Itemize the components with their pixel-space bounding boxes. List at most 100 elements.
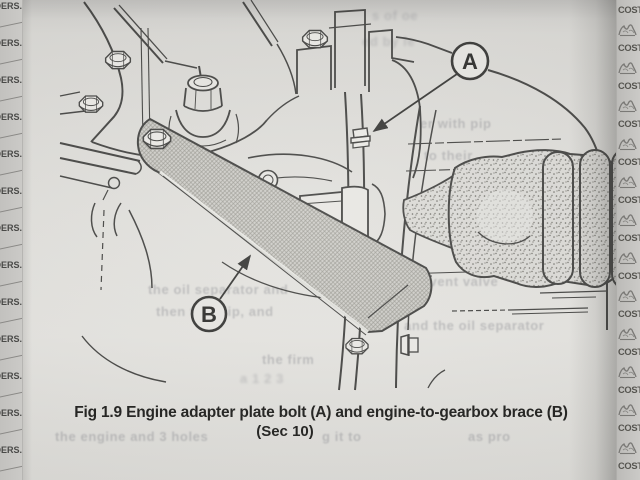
- callout-b-arrow: [219, 254, 252, 300]
- watermark-mountain-icon: [618, 442, 637, 455]
- watermark-item-right: COST: [617, 211, 640, 249]
- ghost-text-fragment: and the oil separator: [404, 318, 545, 333]
- ghost-text-fragment: er with pip: [420, 116, 492, 131]
- watermark-mountain-icon: [618, 328, 637, 341]
- callout-a-circle: [450, 41, 490, 81]
- watermark-item-right: COST: [617, 325, 640, 363]
- watermark-item-right: COST: [617, 439, 640, 477]
- watermark-item-left: DERS.: [0, 333, 22, 370]
- watermark-text-right: COST: [618, 347, 640, 358]
- sensor-nut: [168, 74, 240, 148]
- watermark-item-left: DERS.: [0, 148, 22, 185]
- watermark-divider-line: [0, 464, 22, 473]
- watermark-text-left: DERS.: [0, 112, 23, 123]
- figure-caption: Fig 1.9 Engine adapter plate bolt (A) an…: [28, 403, 614, 440]
- watermark-item-left: DERS.: [0, 111, 22, 148]
- watermark-item-left: DERS.: [0, 222, 22, 259]
- watermark-divider-line: [0, 20, 22, 29]
- suspension-arm: [59, 142, 167, 383]
- watermark-item-right: COST: [617, 401, 640, 439]
- watermark-item-right: COST: [617, 363, 640, 401]
- watermark-item-left: DERS.: [0, 0, 22, 37]
- watermark-item-left: DERS.: [0, 74, 22, 111]
- watermark-text-right: COST: [618, 43, 640, 54]
- watermark-mountain-icon: [618, 24, 637, 37]
- watermark-mountain-icon: [618, 176, 637, 189]
- hex-bolt: [78, 95, 104, 113]
- allen-key-tool: [113, 4, 204, 91]
- engine-to-gearbox-brace: [136, 117, 433, 336]
- watermark-text-left: DERS.: [0, 186, 23, 197]
- caption-line-1: Fig 1.9 Engine adapter plate bolt (A) an…: [74, 404, 568, 421]
- watermark-divider-line: [0, 242, 22, 251]
- watermark-item-right: COST: [617, 21, 640, 59]
- watermark-text-right: COST: [618, 461, 640, 472]
- watermark-text-right: COST: [618, 195, 640, 206]
- watermark-strip-left: DERS. DERS. DERS. DERS. DERS. DERS. DERS…: [0, 0, 23, 480]
- watermark-text-left: DERS.: [0, 260, 23, 271]
- watermark-divider-line: [0, 427, 22, 436]
- watermark-text-left: DERS.: [0, 334, 23, 345]
- watermark-divider-line: [0, 94, 22, 103]
- watermark-item-right: COST: [617, 287, 640, 325]
- watermark-text-right: COST: [618, 5, 640, 16]
- watermark-divider-line: [0, 205, 22, 214]
- watermark-text-right: COST: [618, 157, 640, 168]
- watermark-text-right: COST: [618, 233, 640, 244]
- callout-b-circle: [190, 295, 228, 333]
- hex-bolt-plate-top: [301, 29, 329, 49]
- watermark-text-left: DERS.: [0, 223, 23, 234]
- hex-bolt-brace-end: [142, 128, 172, 150]
- watermark-mountain-icon: [618, 100, 637, 113]
- watermark-text-left: DERS.: [0, 297, 23, 308]
- ghost-text-fragment: the oil separator and: [148, 282, 289, 297]
- watermark-text-right: COST: [618, 309, 640, 320]
- ghost-text-fragment: to their: [424, 148, 473, 163]
- ghost-text-fragment: the firm: [262, 352, 315, 367]
- watermark-item-left: DERS.: [0, 370, 22, 407]
- watermark-text-right: COST: [618, 385, 640, 396]
- watermark-mountain-icon: [618, 404, 637, 417]
- ghost-text-fragment: as pro: [468, 429, 511, 444]
- watermark-divider-line: [0, 316, 22, 325]
- watermark-mountain-icon: [618, 252, 637, 265]
- watermark-text-left: DERS.: [0, 445, 23, 456]
- watermark-divider-line: [0, 390, 22, 399]
- adapter-plate-bolt: [350, 127, 371, 149]
- watermark-item-left: DERS.: [0, 444, 22, 480]
- watermark-mountain-icon: [618, 214, 637, 227]
- hex-bolt: [104, 50, 132, 70]
- watermark-mountain-icon: [618, 62, 637, 75]
- watermark-item-left: DERS.: [0, 185, 22, 222]
- watermark-text-right: COST: [618, 271, 640, 282]
- watermark-mountain-icon: [618, 366, 637, 379]
- watermark-item-left: DERS.: [0, 37, 22, 74]
- watermark-divider-line: [0, 57, 22, 66]
- watermark-text-left: DERS.: [0, 408, 23, 419]
- watermark-item-left: DERS.: [0, 407, 22, 444]
- callout-a-arrow: [372, 73, 458, 133]
- watermark-divider-line: [0, 353, 22, 362]
- watermark-item-right: COST: [617, 135, 640, 173]
- callout-a: A: [372, 36, 490, 133]
- watermark-divider-line: [0, 279, 22, 288]
- watermark-item-right: COST: [617, 173, 640, 211]
- ghost-text-fragment: a 1 2 3: [240, 371, 284, 386]
- watermark-divider-line: [0, 168, 22, 177]
- watermark-mountain-icon: [618, 138, 637, 151]
- watermark-mountain-icon: [618, 290, 637, 303]
- watermark-text-right: COST: [618, 423, 640, 434]
- callout-a-label: A: [462, 49, 478, 74]
- callout-b: B: [190, 254, 252, 333]
- caption-line-2: (Sec 10): [256, 423, 314, 440]
- watermark-text-right: COST: [618, 81, 640, 92]
- watermark-item-right: COST: [617, 0, 640, 21]
- watermark-text-left: DERS.: [0, 371, 23, 382]
- watermark-divider-line: [0, 131, 22, 140]
- hex-bolt-brace-bottom: [345, 337, 369, 355]
- watermark-item-right: COST: [617, 59, 640, 97]
- watermark-text-left: DERS.: [0, 75, 23, 86]
- side-view-bolt: [400, 334, 419, 356]
